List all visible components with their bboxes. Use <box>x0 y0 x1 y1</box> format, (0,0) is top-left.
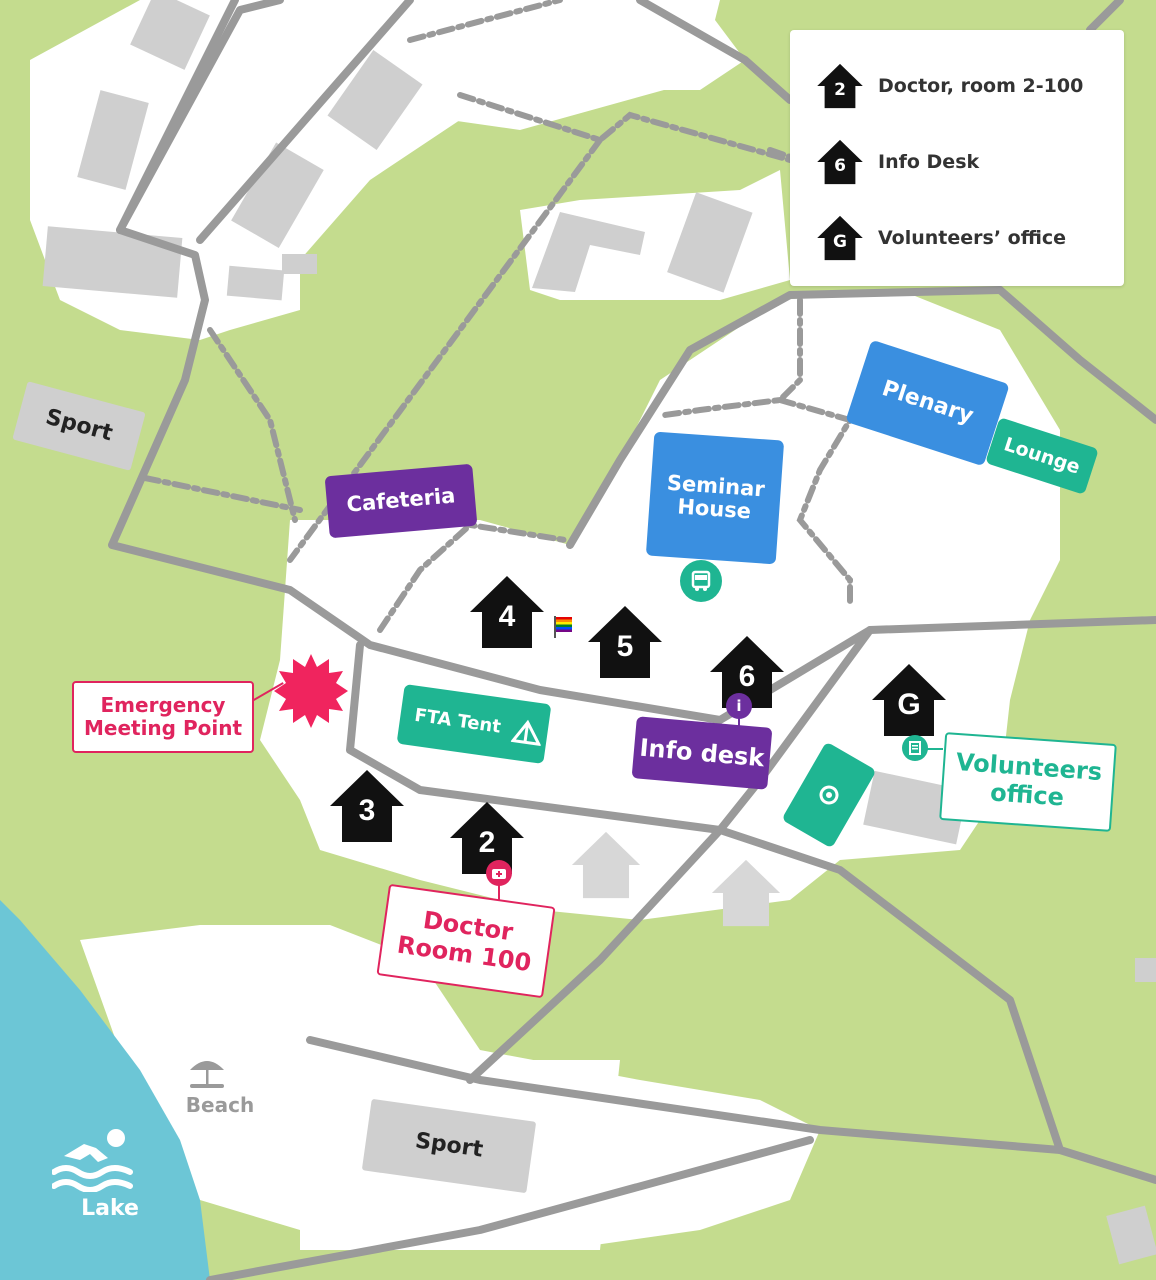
house-placeholder-icon <box>711 859 781 927</box>
legend-item-info: 6 Info Desk <box>816 138 979 186</box>
house-icon: G <box>816 214 864 262</box>
lake-label: Lake <box>81 1196 139 1221</box>
house-icon: 2 <box>816 62 864 110</box>
info-icon[interactable]: i <box>726 693 752 719</box>
starburst-icon[interactable] <box>272 652 350 730</box>
house-4[interactable]: 4 <box>468 574 546 650</box>
house-icon <box>710 636 784 708</box>
grey-buildings <box>42 0 1156 1265</box>
parking-block <box>781 741 877 849</box>
seminar-house-label[interactable]: Seminar House <box>645 431 785 565</box>
volunteers-connector <box>927 748 943 750</box>
legend-label: Doctor, room 2-100 <box>878 75 1084 97</box>
legend-item-doctor: 2 Doctor, room 2-100 <box>816 62 1083 110</box>
fta-tent-label[interactable]: FTA Tent <box>396 683 552 765</box>
house-icon <box>588 606 662 678</box>
bus-stop[interactable] <box>680 560 722 602</box>
house-2[interactable]: 2 <box>448 800 526 876</box>
house-g[interactable]: G <box>870 662 948 738</box>
house-3[interactable]: 3 <box>328 768 406 844</box>
parking-icon <box>819 785 839 805</box>
beach-label: Beach <box>185 1093 255 1117</box>
beach-umbrella-icon <box>190 1061 224 1088</box>
doctor-connector <box>498 885 500 901</box>
house-placeholder-icon <box>571 831 641 899</box>
seminar-line-2: House <box>676 494 752 524</box>
bus-icon <box>691 570 711 591</box>
legend-label: Volunteers’ office <box>878 227 1067 249</box>
fta-tent-text: FTA Tent <box>413 704 503 738</box>
info-connector <box>738 718 740 726</box>
house-icon <box>330 770 404 842</box>
pride-flag-icon <box>554 616 572 638</box>
legend-label: Info Desk <box>878 151 980 173</box>
house-icon <box>470 576 544 648</box>
house-icon: 6 <box>816 138 864 186</box>
emergency-line-2: Meeting Point <box>83 716 243 740</box>
house-5[interactable]: 5 <box>586 604 664 680</box>
house-icon <box>872 664 946 736</box>
volunteers-line-2: office <box>989 778 1065 812</box>
swimmer-icon <box>52 1129 133 1192</box>
north-area-2 <box>440 0 720 130</box>
volunteer-icon[interactable] <box>902 735 928 761</box>
house-6[interactable]: 6 <box>708 634 786 710</box>
house-icon <box>450 802 524 874</box>
info-desk-label[interactable]: Info desk <box>631 716 773 790</box>
legend-item-volunteers: G Volunteers’ office <box>816 214 1066 262</box>
emergency-meeting-point-callout[interactable]: Emergency Meeting Point <box>72 681 254 753</box>
legend: 2 Doctor, room 2-100 6 Info Desk G Volun… <box>790 30 1124 286</box>
tent-icon <box>510 719 542 747</box>
first-aid-icon[interactable] <box>486 860 512 886</box>
emergency-line-1: Emergency <box>100 693 226 717</box>
cafeteria-label[interactable]: Cafeteria <box>324 463 478 539</box>
volunteers-office-callout[interactable]: Volunteers office <box>939 732 1117 832</box>
